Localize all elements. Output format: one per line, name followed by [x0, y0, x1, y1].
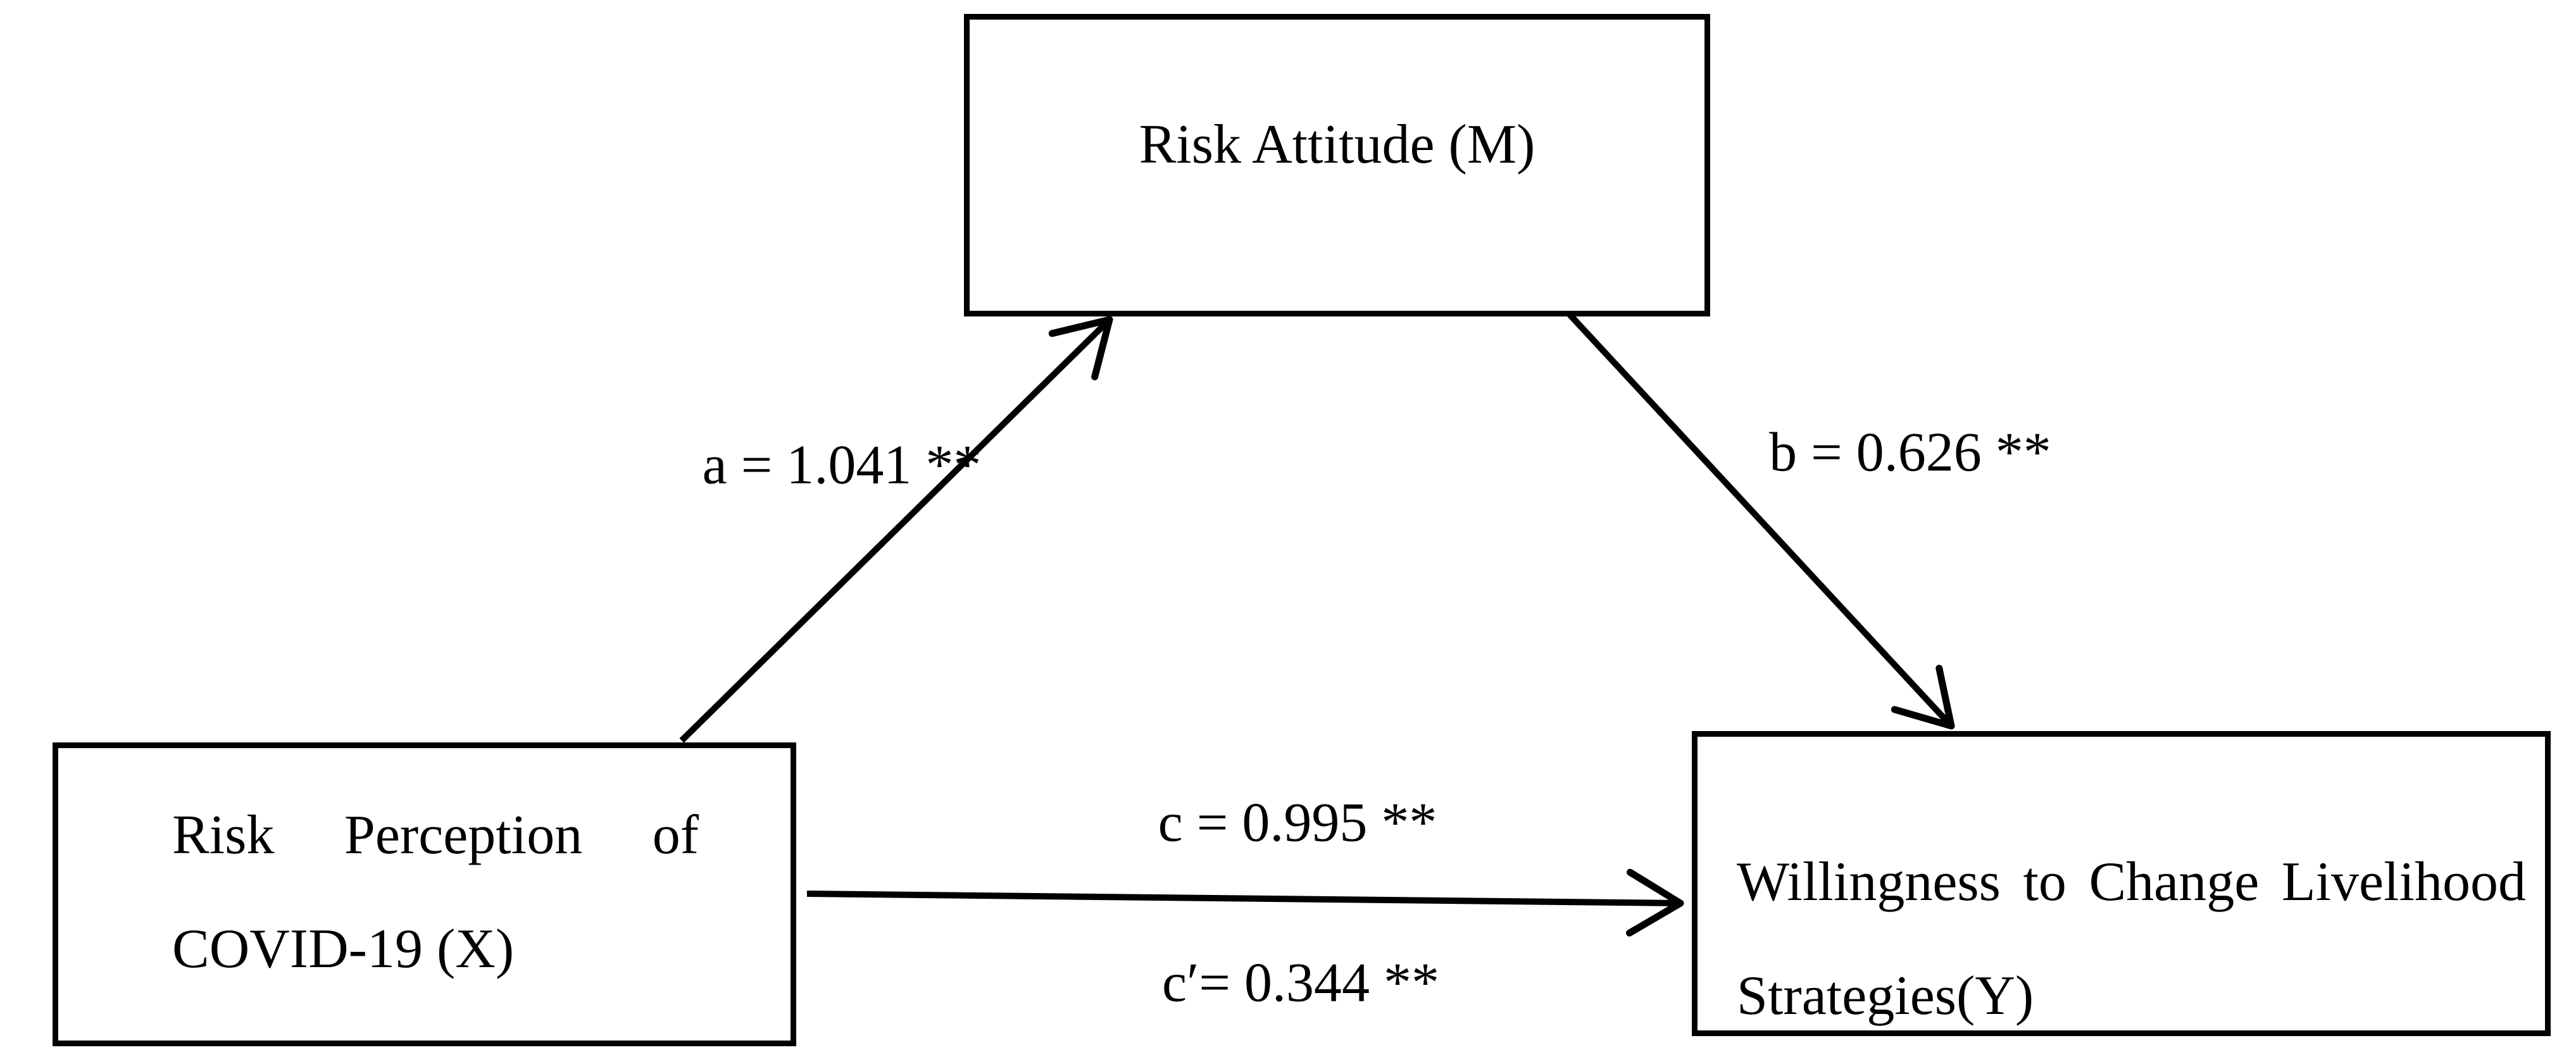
node-independent-risk-perception: Risk Perception of COVID-19 (X)	[53, 742, 796, 1046]
path-a-coefficient-label: a = 1.041 **	[702, 434, 982, 496]
path-b-coefficient-label: b = 0.626 **	[1769, 422, 2051, 484]
path-c-arrow	[806, 868, 1684, 937]
node-mediator-risk-attitude: Risk Attitude (M)	[964, 14, 1710, 316]
node-dependent-willingness: Willingness to Change Livelihood Strateg…	[1692, 731, 2551, 1036]
node-mediator-label: Risk Attitude (M)	[1139, 114, 1535, 175]
path-c-coefficient-label: c = 0.995 **	[1158, 792, 1437, 854]
path-c-prime-coefficient-label: c′= 0.344 **	[1162, 952, 1439, 1014]
path-b-arrow	[1567, 312, 1955, 730]
node-dependent-label: Willingness to Change Livelihood Strateg…	[1737, 851, 2526, 1027]
path-a-arrow	[679, 316, 1113, 743]
node-independent-label: Risk Perception of COVID-19 (X)	[172, 804, 699, 980]
